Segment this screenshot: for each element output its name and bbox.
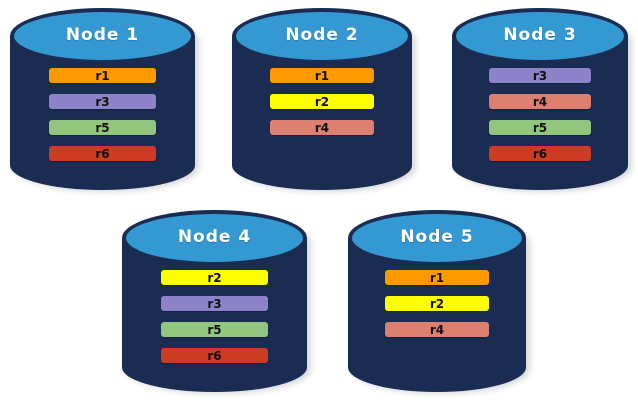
record-label: r3: [207, 296, 222, 311]
node-cylinder-top: [122, 210, 307, 266]
node-label: Node 2: [285, 25, 359, 45]
record-label: r4: [429, 322, 445, 337]
record-bar[interactable]: r6: [161, 348, 268, 363]
record-bar[interactable]: r1: [49, 68, 156, 83]
node-label: Node 1: [65, 25, 140, 45]
record-bar[interactable]: r4: [270, 120, 374, 135]
record-bar[interactable]: r5: [161, 322, 268, 337]
record-label: r1: [429, 270, 445, 285]
node-record-list: r1 r3 r5 r6: [10, 68, 195, 161]
record-bar[interactable]: r4: [385, 322, 489, 337]
node-3[interactable]: Node 3 r3 r4 r5 r6: [452, 8, 632, 192]
record-bar[interactable]: r4: [489, 94, 591, 109]
record-label: r6: [207, 348, 222, 363]
node-cylinder-top: [348, 210, 526, 266]
node-2[interactable]: Node 2 r1 r2 r4: [232, 8, 416, 192]
record-bar[interactable]: r2: [270, 94, 374, 109]
record-label: r3: [532, 68, 548, 83]
record-label: r1: [314, 68, 330, 83]
record-label: r2: [429, 296, 445, 311]
node-label: Node 4: [177, 227, 252, 247]
record-bar[interactable]: r6: [489, 146, 591, 161]
node-label: Node 3: [503, 25, 577, 45]
node-5[interactable]: Node 5 r1 r2 r4: [348, 210, 530, 394]
record-label: r2: [314, 94, 330, 109]
record-label: r6: [95, 146, 110, 161]
node-record-list: r3 r4 r5 r6: [452, 68, 628, 161]
node-1[interactable]: Node 1 r1 r3 r5 r6: [10, 8, 199, 192]
record-label: r4: [532, 94, 548, 109]
record-bar[interactable]: r5: [489, 120, 591, 135]
record-bar[interactable]: r2: [385, 296, 489, 311]
record-bar[interactable]: r5: [49, 120, 156, 135]
node-label: Node 5: [400, 227, 474, 247]
record-bar[interactable]: r3: [49, 94, 156, 109]
node-record-list: r2 r3 r5 r6: [122, 270, 307, 363]
node-cylinder-top: [452, 8, 628, 64]
record-label: r1: [95, 68, 110, 83]
node-cylinder-top: [232, 8, 412, 64]
node-4[interactable]: Node 4 r2 r3 r5 r6: [122, 210, 311, 394]
node-cylinder-top: [10, 8, 195, 64]
record-bar[interactable]: r1: [270, 68, 374, 83]
record-label: r4: [314, 120, 330, 135]
record-label: r3: [95, 94, 110, 109]
record-label: r6: [532, 146, 548, 161]
record-label: r5: [532, 120, 548, 135]
record-bar[interactable]: r2: [161, 270, 268, 285]
record-bar[interactable]: r3: [161, 296, 268, 311]
node-record-list: r1 r2 r4: [232, 68, 412, 135]
record-label: r2: [207, 270, 222, 285]
record-bar[interactable]: r1: [385, 270, 489, 285]
record-bar[interactable]: r6: [49, 146, 156, 161]
record-bar[interactable]: r3: [489, 68, 591, 83]
node-record-list: r1 r2 r4: [348, 270, 526, 337]
record-label: r5: [207, 322, 222, 337]
record-label: r5: [95, 120, 110, 135]
